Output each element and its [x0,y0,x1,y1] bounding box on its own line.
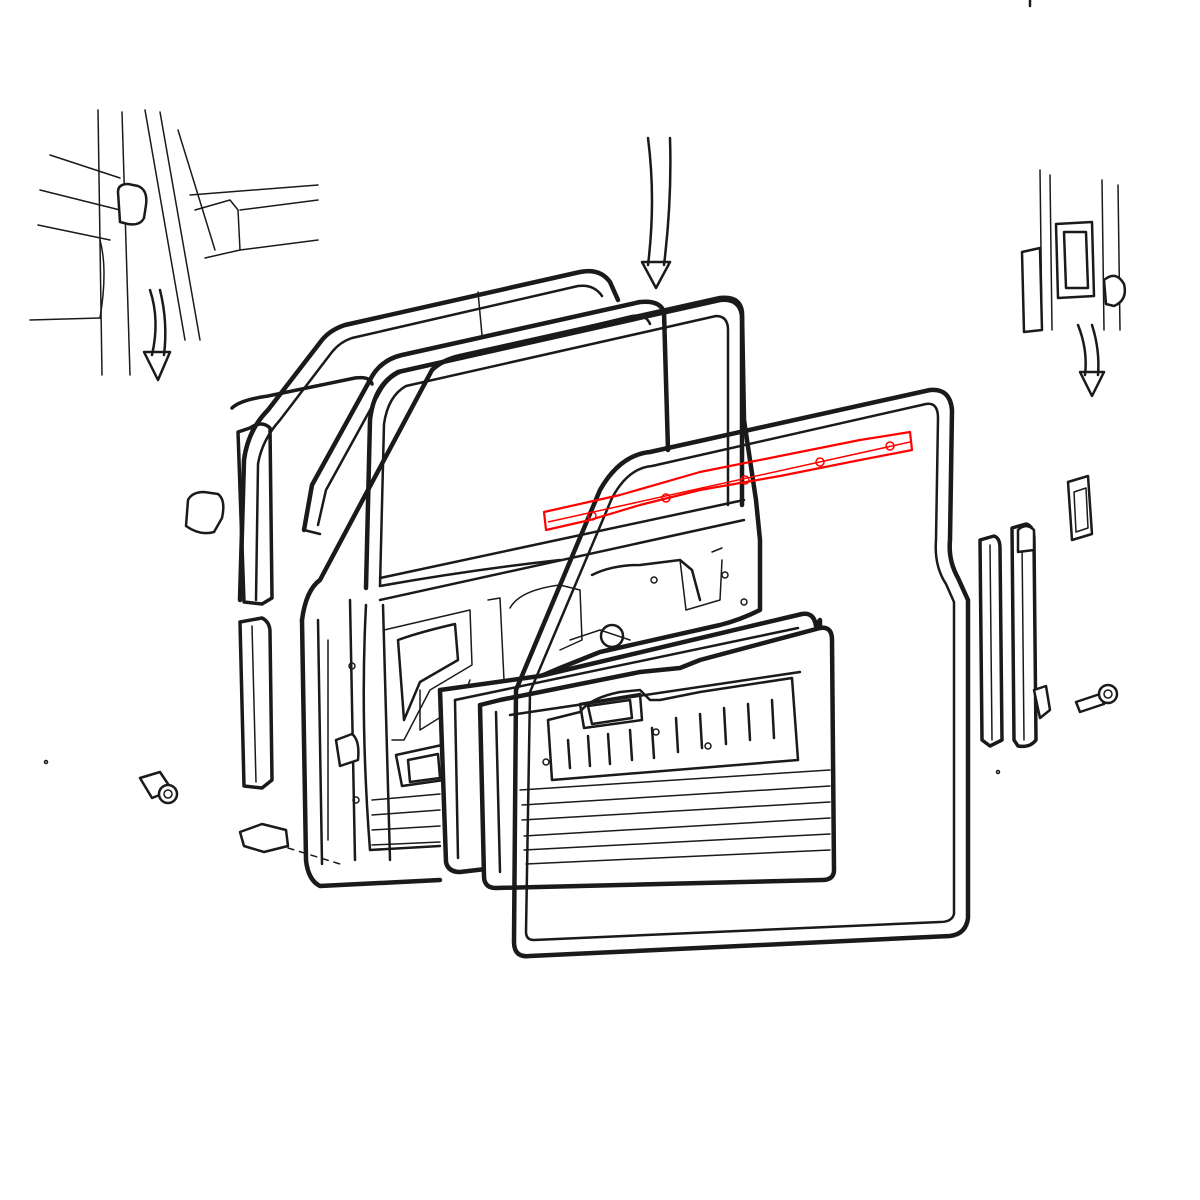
vehicle-body-pillar [29,109,319,376]
hinge-pillar [1020,169,1127,334]
door-trim-panel [477,625,837,891]
door-striker [1066,474,1094,542]
reference-marks [43,0,1032,775]
rear-run-channel [978,522,1052,749]
direction-arrows [142,136,1106,398]
inner-belt-weatherstrip-highlight [542,430,914,532]
pillar-trim-left [184,422,274,790]
fasteners [138,683,1119,865]
door-weatherstrip [511,387,971,959]
